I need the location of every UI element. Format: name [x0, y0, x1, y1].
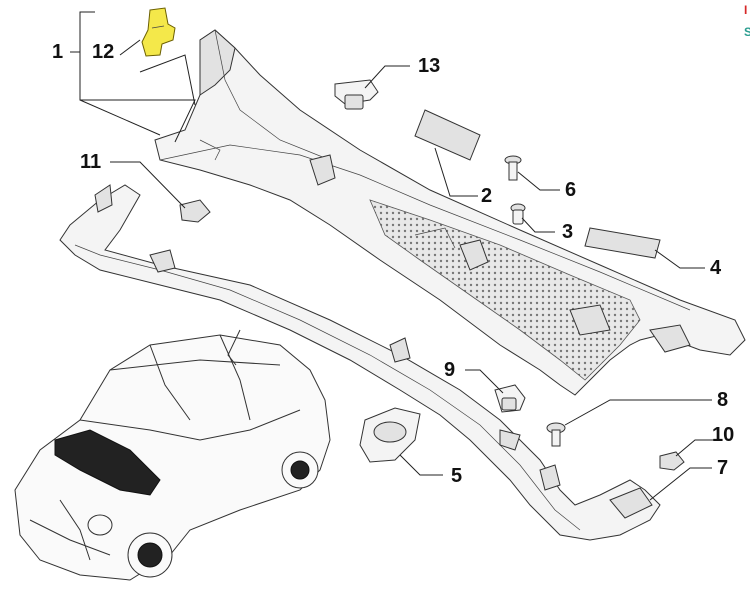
callout-labels: 1 2 3 4 5 6 7 8 9 10 11 12 13 — [52, 41, 734, 487]
callout-1: 1 — [52, 41, 63, 63]
grommet-part-11 — [179, 199, 211, 223]
bracket-part-12 — [141, 7, 176, 57]
callout-2: 2 — [481, 185, 492, 207]
callout-7: 7 — [717, 457, 728, 479]
callout-8: 8 — [717, 389, 728, 411]
callout-6: 6 — [565, 179, 576, 201]
edge-mark-red: I — [744, 3, 747, 17]
clip-part-13 — [334, 79, 379, 110]
lower-seal-frame — [59, 184, 661, 541]
pad-part-2 — [414, 109, 481, 161]
leader-lines — [70, 11, 717, 501]
grommet-part-5 — [359, 407, 421, 463]
callout-12: 12 — [92, 41, 114, 63]
cowl-panel — [154, 29, 746, 396]
callout-9: 9 — [444, 359, 455, 381]
callout-10: 10 — [712, 424, 734, 446]
screw-part-8 — [546, 422, 566, 447]
callout-3: 3 — [562, 221, 573, 243]
strip-part-4 — [584, 227, 661, 259]
clip-part-9 — [494, 384, 526, 413]
callout-11: 11 — [80, 151, 101, 173]
nut-part-10 — [659, 451, 685, 471]
vehicle-illustration — [14, 329, 331, 581]
screw-part-6 — [504, 155, 522, 181]
callout-5: 5 — [451, 465, 462, 487]
callout-13: 13 — [418, 55, 440, 77]
edge-mark-teal: S — [744, 25, 750, 39]
clip-part-3 — [510, 203, 526, 225]
callout-4: 4 — [710, 257, 722, 279]
